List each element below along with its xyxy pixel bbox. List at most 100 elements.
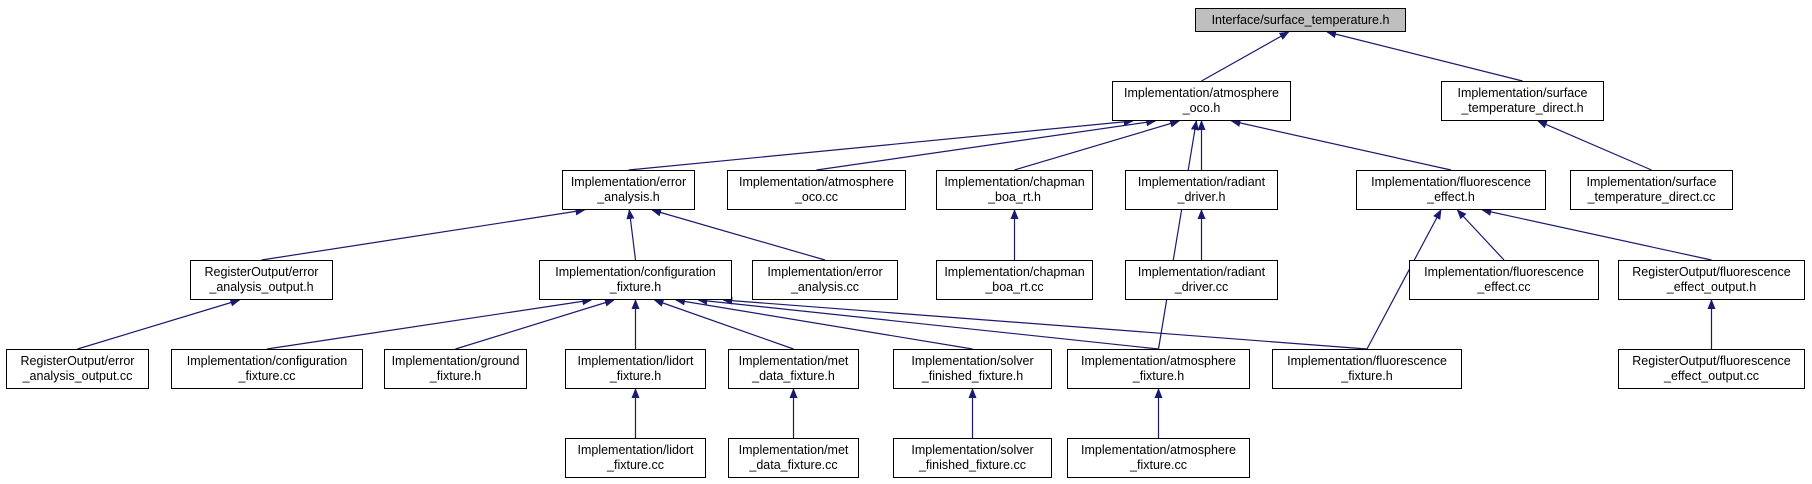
node-label-line: Implementation/error — [767, 265, 883, 279]
node-label-line: Implementation/lidort — [577, 443, 694, 457]
node-configuration-fixture-h[interactable]: Implementation/configuration_fixture.h — [539, 260, 732, 300]
edge-surface-temperature-direct-h-to-surface-temperature-h — [1326, 30, 1523, 82]
node-atmosphere-oco-h[interactable]: Implementation/atmosphere_oco.h — [1112, 81, 1291, 121]
node-label-line: Implementation/met — [738, 443, 849, 457]
node-atmosphere-fixture-h[interactable]: Implementation/atmosphere_fixture.h — [1067, 349, 1250, 389]
node-error-analysis-output-cc[interactable]: RegisterOutput/error_analysis_output.cc — [6, 349, 149, 389]
node-label-line: _fixture.h — [1341, 369, 1393, 383]
node-label-line: Implementation/error — [570, 175, 687, 189]
node-label-line: Implementation/configuration — [555, 265, 716, 279]
edge-atmosphere-oco-cc-to-atmosphere-oco-h — [816, 118, 1157, 171]
node-label-line: _fixture.cc — [238, 369, 296, 383]
node-label-line: _oco.h — [1182, 101, 1221, 115]
node-surface-temperature-direct-h[interactable]: Implementation/surface_temperature_direc… — [1441, 81, 1604, 121]
node-label-line: _driver.h — [1177, 190, 1226, 204]
node-label-line: _temperature_direct.cc — [1587, 190, 1716, 204]
node-fluorescence-fixture-h[interactable]: Implementation/fluorescence_fixture.h — [1272, 349, 1462, 389]
node-label-line: Implementation/atmosphere — [1081, 354, 1236, 368]
node-label-line: _fixture.h — [1132, 369, 1185, 383]
node-label-line: _analysis_output.cc — [22, 369, 133, 383]
node-label-line: RegisterOutput/fluorescence — [1632, 265, 1791, 279]
node-fluorescence-effect-cc[interactable]: Implementation/fluorescence_effect.cc — [1409, 260, 1599, 300]
node-error-analysis-output-h[interactable]: RegisterOutput/error_analysis_output.h — [190, 260, 333, 300]
edge-error-analysis-output-h-to-error-analysis-h — [261, 207, 586, 261]
node-label-line: Implementation/atmosphere — [739, 175, 894, 189]
node-label-line: _data_fixture.cc — [749, 458, 838, 472]
node-lidort-fixture-cc[interactable]: Implementation/lidort_fixture.cc — [565, 438, 706, 478]
node-label-line: _boa_rt.cc — [985, 280, 1044, 294]
edge-chapman-boa-rt-h-to-atmosphere-oco-h — [1014, 119, 1181, 171]
node-label-line: _fixture.cc — [1130, 458, 1187, 472]
node-surface-temperature-h: Interface/surface_temperature.h — [1195, 8, 1406, 32]
node-label-line: _driver.cc — [1174, 280, 1229, 294]
edge-atmosphere-fixture-h-to-atmosphere-oco-h — [1157, 120, 1199, 350]
edge-met-data-fixture-h-to-configuration-fixture-h — [653, 299, 794, 350]
node-ground-fixture-h[interactable]: Implementation/ground_fixture.h — [384, 349, 527, 389]
node-configuration-fixture-cc[interactable]: Implementation/configuration_fixture.cc — [171, 349, 363, 389]
node-label-line: Implementation/surface — [1586, 175, 1717, 189]
node-label-line: RegisterOutput/error — [204, 265, 319, 279]
edge-fluorescence-effect-output-h-to-fluorescence-effect-h — [1481, 208, 1712, 261]
edge-error-analysis-cc-to-error-analysis-h — [651, 208, 826, 261]
node-label-line: Implementation/atmosphere — [1081, 443, 1236, 457]
node-solver-finished-fixture-cc[interactable]: Implementation/solver_finished_fixture.c… — [893, 438, 1052, 478]
node-label-line: Implementation/atmosphere — [1124, 86, 1279, 100]
edge-ground-fixture-h-to-configuration-fixture-h — [455, 298, 615, 350]
node-surface-temperature-direct-cc[interactable]: Implementation/surface_temperature_direc… — [1570, 170, 1733, 210]
node-fluorescence-effect-output-h[interactable]: RegisterOutput/fluorescence_effect_outpu… — [1618, 260, 1805, 300]
edge-fluorescence-fixture-h-to-configuration-fixture-h — [722, 296, 1368, 350]
node-radiant-driver-h[interactable]: Implementation/radiant_driver.h — [1125, 170, 1278, 210]
node-met-data-fixture-cc[interactable]: Implementation/met_data_fixture.cc — [728, 438, 859, 478]
node-label-line: Implementation/fluorescence — [1287, 354, 1447, 368]
node-error-analysis-h[interactable]: Implementation/error_analysis.h — [562, 170, 695, 210]
node-error-analysis-cc[interactable]: Implementation/error_analysis.cc — [752, 260, 898, 300]
node-label-line: Implementation/configuration — [186, 354, 348, 368]
node-label-line: _effect.cc — [1477, 280, 1531, 294]
node-label-line: _fixture.h — [609, 280, 662, 294]
node-chapman-boa-rt-h[interactable]: Implementation/chapman_boa_rt.h — [936, 170, 1093, 210]
node-label-line: Implementation/solver — [911, 443, 1034, 457]
node-label-line: Implementation/surface — [1457, 86, 1588, 100]
node-lidort-fixture-h[interactable]: Implementation/lidort_fixture.h — [565, 349, 706, 389]
node-fluorescence-effect-h[interactable]: Implementation/fluorescence_effect.h — [1356, 170, 1546, 210]
node-label-line: Implementation/radiant — [1137, 265, 1266, 279]
node-label-line: Implementation/chapman — [944, 265, 1085, 279]
edge-atmosphere-oco-h-to-surface-temperature-h — [1201, 31, 1290, 82]
node-label-line: RegisterOutput/error — [20, 354, 135, 368]
edge-configuration-fixture-h-to-error-analysis-h — [626, 209, 637, 261]
node-label-line: _fixture.h — [609, 369, 662, 383]
node-label-line: _oco.cc — [794, 190, 839, 204]
node-chapman-boa-rt-cc[interactable]: Implementation/chapman_boa_rt.cc — [936, 260, 1093, 300]
node-label-line: _data_fixture.h — [752, 369, 835, 383]
edge-error-analysis-h-to-atmosphere-oco-h — [628, 117, 1134, 171]
node-label-line: _analysis_output.h — [209, 280, 314, 294]
edge-fluorescence-effect-h-to-atmosphere-oco-h — [1230, 119, 1452, 171]
node-solver-finished-fixture-h[interactable]: Implementation/solver_finished_fixture.h — [893, 349, 1052, 389]
node-label-line: _analysis.cc — [790, 280, 860, 294]
node-label-line: Implementation/chapman — [944, 175, 1085, 189]
node-fluorescence-effect-output-cc[interactable]: RegisterOutput/fluorescence_effect_outpu… — [1618, 349, 1805, 389]
node-label-line: RegisterOutput/fluorescence — [1632, 354, 1791, 368]
node-atmosphere-fixture-cc[interactable]: Implementation/atmosphere_fixture.cc — [1067, 438, 1250, 478]
edge-surface-temperature-direct-cc-to-surface-temperature-direct-h — [1537, 120, 1652, 171]
edge-fluorescence-fixture-h-to-fluorescence-effect-h — [1366, 209, 1442, 350]
node-label-line: Implementation/radiant — [1137, 175, 1266, 189]
node-label-line: _finished_fixture.cc — [918, 458, 1026, 472]
edge-configuration-fixture-cc-to-configuration-fixture-h — [266, 297, 593, 350]
node-label-line: _effect_output.h — [1666, 280, 1757, 294]
node-label-line: _fixture.cc — [607, 458, 664, 472]
node-radiant-driver-cc[interactable]: Implementation/radiant_driver.cc — [1125, 260, 1278, 300]
edge-error-analysis-output-cc-to-error-analysis-output-h — [77, 298, 241, 350]
node-label-line: Implementation/ground — [391, 354, 520, 368]
node-label-line: _effect.h — [1427, 190, 1475, 204]
edge-fluorescence-effect-cc-to-fluorescence-effect-h — [1456, 209, 1505, 261]
node-met-data-fixture-h[interactable]: Implementation/met_data_fixture.h — [728, 349, 859, 389]
node-label-line: Implementation/met — [738, 354, 849, 368]
node-label-line: Implementation/lidort — [577, 354, 694, 368]
node-label-line: _finished_fixture.h — [921, 369, 1024, 383]
node-label-line: _effect_output.cc — [1664, 369, 1759, 383]
node-label-line: _analysis.h — [597, 190, 660, 204]
node-atmosphere-oco-cc[interactable]: Implementation/atmosphere_oco.cc — [727, 170, 906, 210]
